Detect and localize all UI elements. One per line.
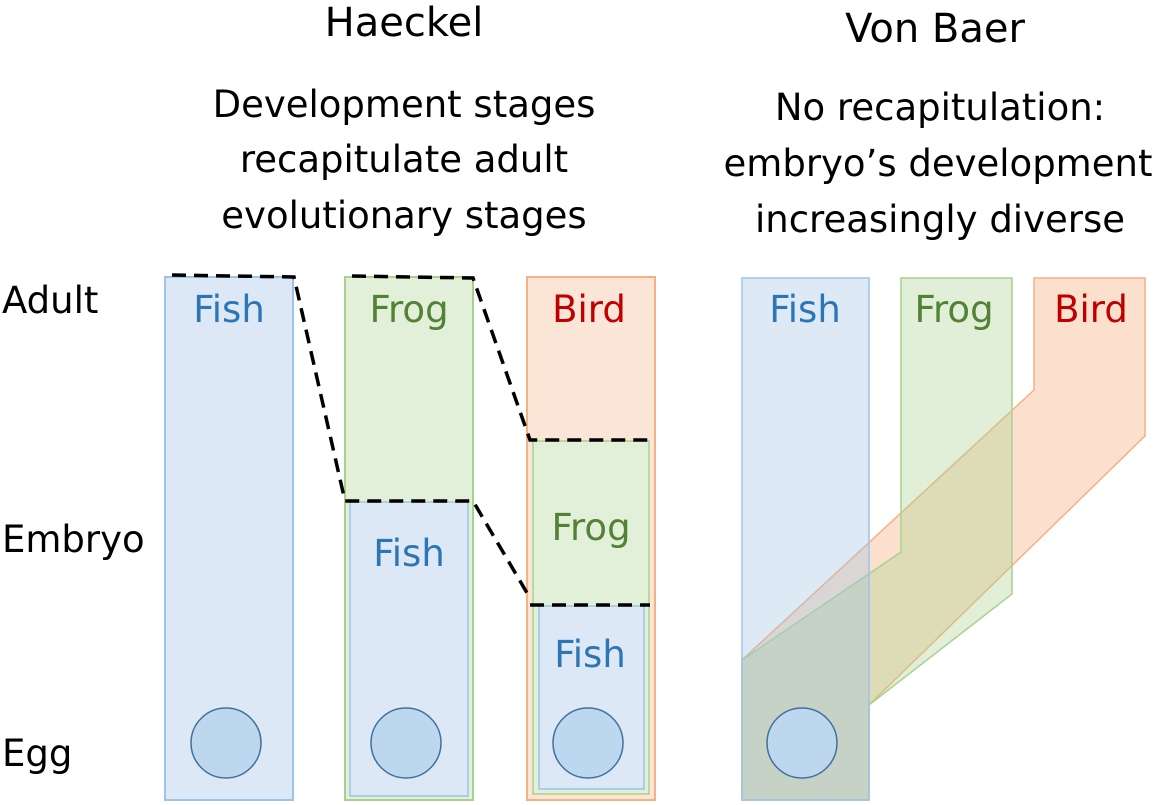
haeckel-caption-line-1: Development stages xyxy=(213,83,596,126)
vonbaer-caption-line-1: No recapitulation: xyxy=(775,86,1105,129)
haeckel-caption-line-3: evolutionary stages xyxy=(221,194,586,237)
haeckel-bird-frog-embryo-label: Frog xyxy=(551,506,630,549)
vonbaer-diagram: Fish Frog Bird xyxy=(741,277,1146,801)
haeckel-bird-fish-embryo-label: Fish xyxy=(554,633,626,676)
haeckel-frog-fish-embryo-label: Fish xyxy=(373,532,445,575)
vonbaer-title: Von Baer xyxy=(845,6,1025,52)
haeckel-caption-line-2: recapitulate adult xyxy=(240,138,568,181)
haeckel-caption: Development stages recapitulate adult ev… xyxy=(213,83,596,237)
vonbaer-fish-label: Fish xyxy=(769,288,841,331)
haeckel-dashed-connectors xyxy=(171,273,650,607)
haeckel-bird-column: Bird Frog Fish xyxy=(526,276,656,801)
stage-label-egg: Egg xyxy=(2,732,72,775)
haeckel-frog-column: Frog Fish xyxy=(344,276,474,801)
dashed-fish-to-frog-connector xyxy=(171,273,532,599)
haeckel-bird-adult-label: Bird xyxy=(552,288,626,331)
haeckel-frog-adult-label: Frog xyxy=(369,288,448,331)
haeckel-frog-egg xyxy=(370,707,442,779)
vonbaer-frog-label: Frog xyxy=(914,288,993,331)
haeckel-bird-egg xyxy=(552,707,624,779)
haeckel-fish-column: Fish xyxy=(164,276,294,801)
haeckel-fish-adult-label: Fish xyxy=(193,288,265,331)
vonbaer-egg xyxy=(766,707,838,779)
haeckel-title: Haeckel xyxy=(325,0,484,46)
vonbaer-caption-line-3: increasingly diverse xyxy=(755,198,1125,241)
dashed-frog-to-bird-connector xyxy=(351,274,650,442)
stage-labels: Adult Embryo Egg xyxy=(2,279,145,775)
haeckel-frog-fish-embryo-box xyxy=(349,501,469,797)
stage-label-adult: Adult xyxy=(2,279,98,322)
vonbaer-bird-label: Bird xyxy=(1054,288,1128,331)
haeckel-fish-egg xyxy=(190,707,262,779)
vonbaer-caption-line-2: embryo’s development xyxy=(724,142,1153,185)
vonbaer-caption: No recapitulation: embryo’s development … xyxy=(724,86,1153,241)
stage-label-embryo: Embryo xyxy=(2,518,145,561)
